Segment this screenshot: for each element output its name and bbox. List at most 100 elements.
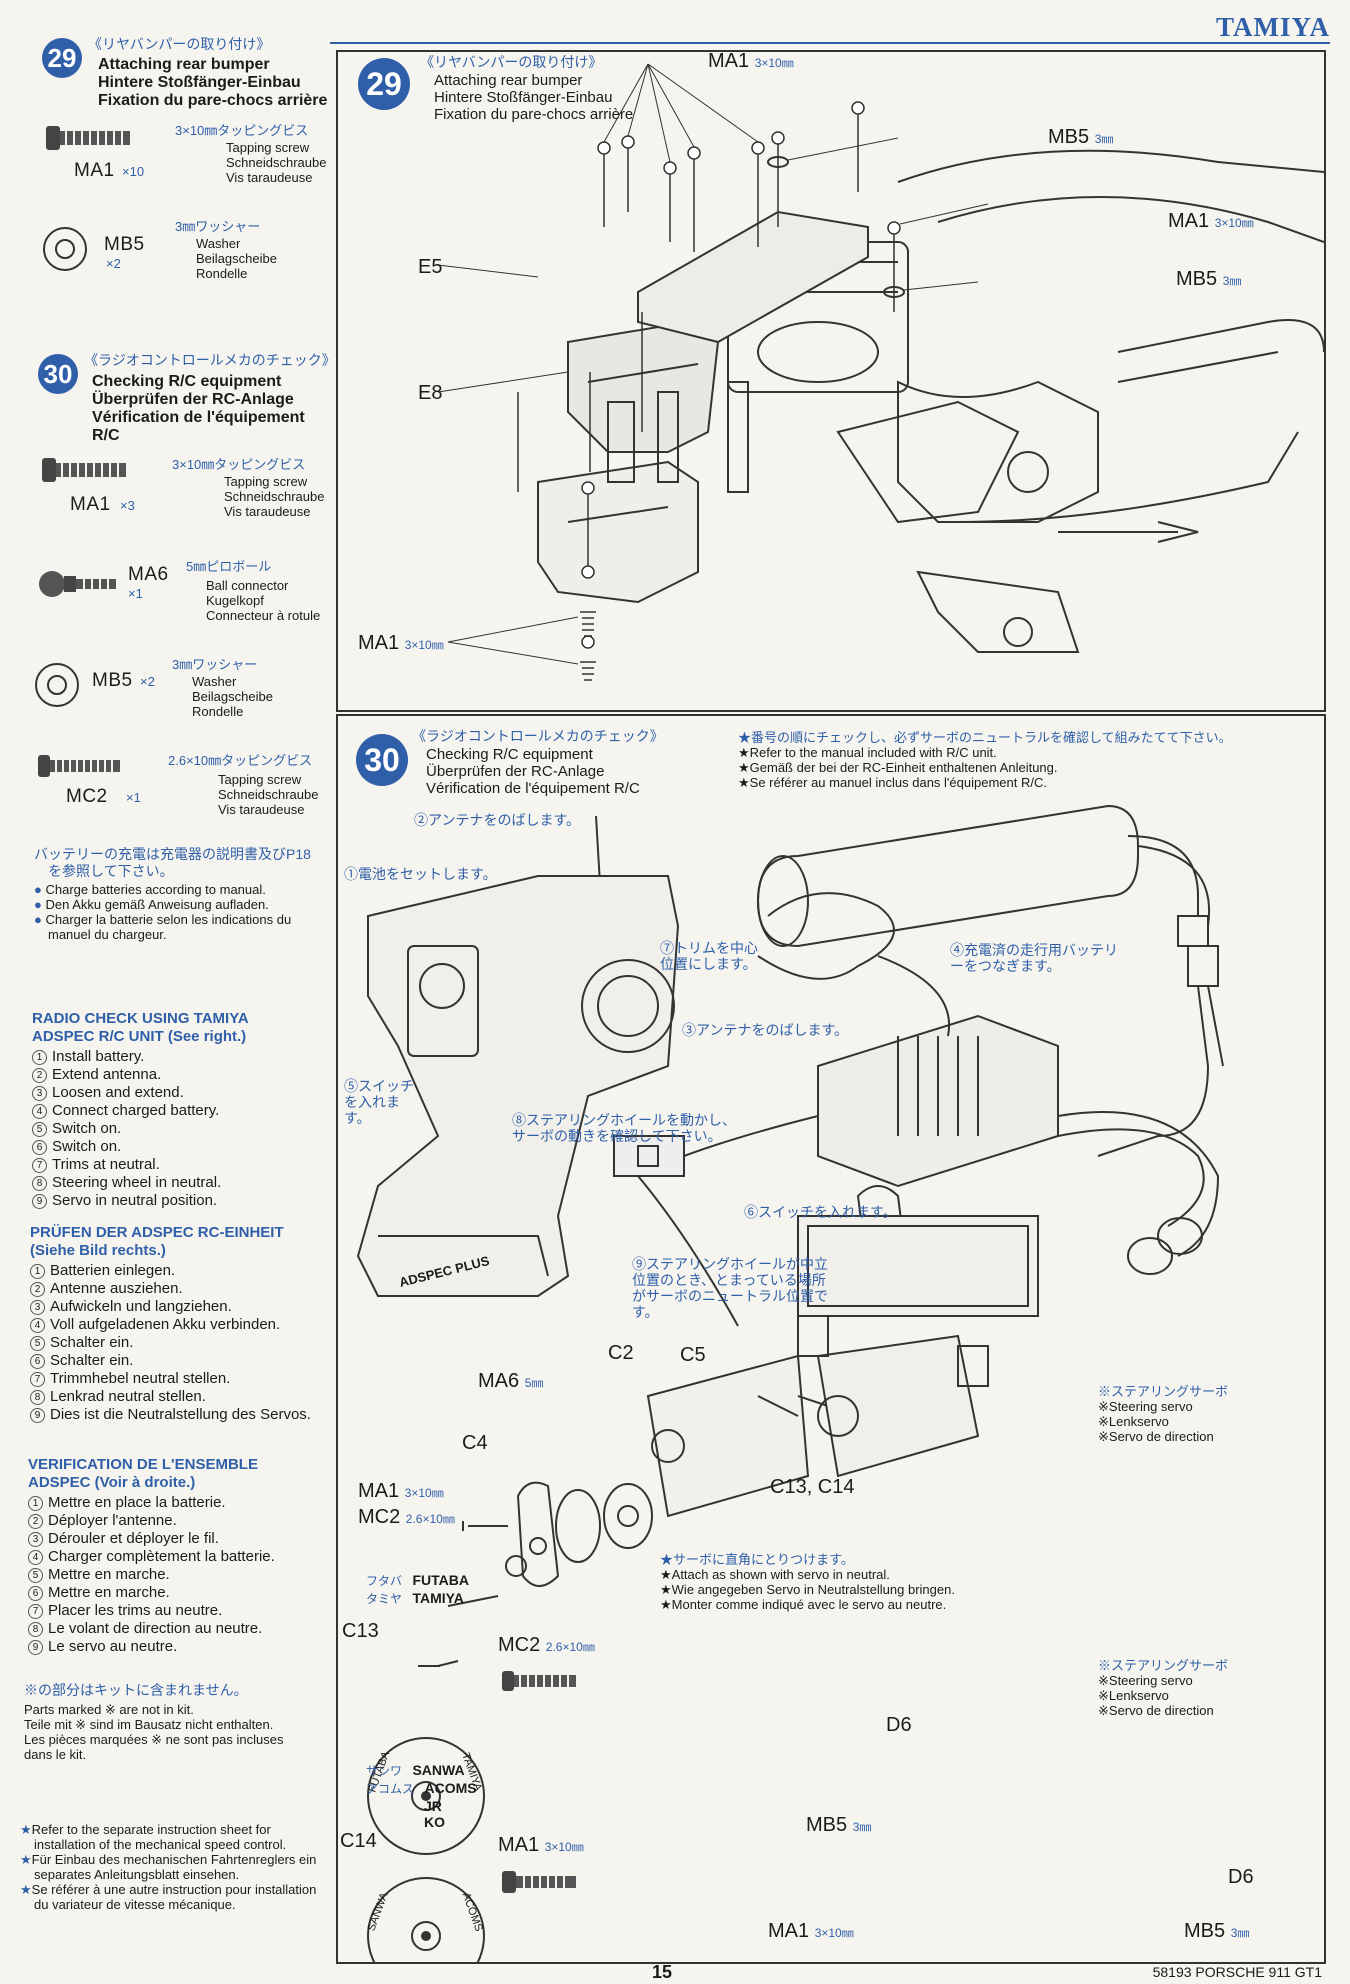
part-mb5-qty: ×2	[106, 256, 121, 271]
washer-icon	[43, 227, 87, 271]
brand-en: TAMIYA	[412, 1590, 464, 1606]
step-29-badge: 29	[42, 38, 82, 78]
c13-brand-row2: タミヤ TAMIYA	[366, 1590, 469, 1608]
label-mb5-right: MB5 3㎜	[1176, 268, 1241, 291]
check-list-text: Servo in neutral position.	[52, 1192, 218, 1209]
check-list-text: Dérouler et déployer le fil.	[48, 1530, 219, 1547]
part-mc2-name: MC2	[66, 786, 108, 807]
check-de-title: PRÜFEN DER ADSPEC RC-EINHEIT (Siehe Bild…	[30, 1224, 284, 1259]
label-size: 3×10㎜	[404, 1486, 444, 1500]
check-list-text: Mettre en marche.	[48, 1566, 170, 1583]
part-d6-b: D6	[1228, 1866, 1254, 1888]
panel-30-title: Checking R/C equipment Überprüfen der RC…	[426, 746, 640, 797]
part-mb5-b: MB5 3㎜	[1184, 1920, 1249, 1943]
step-29-title-de: Hintere Stoßfänger-Einbau	[98, 74, 301, 91]
panel-29-title: Attaching rear bumper Hintere Stoßfänger…	[434, 72, 633, 123]
label-size: 3㎜	[1222, 274, 1242, 288]
step-number-badge: 3	[30, 1300, 45, 1315]
step-number-badge: 5	[32, 1122, 47, 1137]
callout-5: ⑤スイッチを入れます。	[344, 1078, 414, 1126]
check-list-text: Le volant de direction au neutre.	[48, 1620, 263, 1637]
part-mb5-name: MB5	[92, 670, 133, 691]
label-ma1-right: MA1 3×10㎜	[1168, 210, 1254, 233]
part-d6-a: D6	[886, 1714, 912, 1736]
step-30-badge: 30	[38, 354, 78, 394]
screw-icon	[38, 755, 120, 777]
label-text: MB5	[806, 1814, 848, 1836]
part-mb5-29: 3㎜ワッシャー MB5 ×2 Washer Beilagscheibe Rond…	[40, 216, 330, 286]
rc-check-diagram	[356, 804, 1224, 1962]
step-number-badge: 4	[32, 1104, 47, 1119]
servo-label-jp: ※ステアリングサーボ	[1098, 1658, 1229, 1673]
check-list-text: Batterien einlegen.	[50, 1262, 176, 1279]
part-mc2-jp: 2.6×10㎜タッピングビス	[168, 753, 313, 768]
step-number-badge: 3	[32, 1086, 47, 1101]
step-number-badge: 3	[28, 1532, 43, 1547]
check-list-text: Charger complètement la batterie.	[48, 1548, 275, 1565]
label-text: MB5	[1176, 268, 1218, 290]
speed-note-en: Refer to the separate instruction sheet …	[31, 1822, 287, 1852]
servo-label-en: ※Steering servo	[1098, 1399, 1193, 1414]
label-e8: E8	[418, 382, 443, 404]
brand-jp: アコムス	[366, 1782, 415, 1796]
step-number-badge: 6	[32, 1140, 47, 1155]
check-list-text: Schalter ein.	[50, 1352, 134, 1369]
callout-8: ⑧ステアリングホイールを動かし、サーボの動きを確認して下さい。	[512, 1112, 736, 1144]
check-de: PRÜFEN DER ADSPEC RC-EINHEIT (Siehe Bild…	[30, 1224, 320, 1424]
label-e5: E5	[418, 256, 443, 278]
callout-4: ④充電済の走行用バッテリーをつなぎます。	[950, 942, 1118, 974]
label-size: 3×10㎜	[814, 1926, 854, 1940]
part-mc2-desc: Tapping screw Schneidschraube Vis taraud…	[218, 772, 318, 817]
callout-7: ⑦トリムを中心位置にします。	[660, 940, 758, 972]
attach-note-jp: ★サーボに直角にとりつけます。	[660, 1552, 854, 1567]
brand-en: SANWA	[412, 1762, 465, 1778]
part-ma1: MA1 3×10㎜	[358, 1480, 444, 1503]
part-ma6-name: MA6	[128, 564, 169, 585]
part-ma6-desc: Ball connector Kugelkopf Connecteur à ro…	[206, 578, 320, 623]
part-desc-de: Schneidschraube	[224, 489, 325, 504]
part-desc-fr: Vis taraudeuse	[226, 170, 313, 185]
step-number-badge: 1	[30, 1264, 45, 1279]
battery-note-en-row: ● Charge batteries according to manual.	[34, 882, 266, 897]
check-list-text: Mettre en place la batterie.	[48, 1494, 226, 1511]
step-number-badge: 1	[32, 1050, 47, 1065]
panel-30-note-jp: ★番号の順にチェックし、必ずサーボのニュートラルを確認して組みたてて下さい。	[738, 730, 1232, 745]
label-size: 3×10㎜	[754, 56, 794, 70]
label-text: MC2	[358, 1506, 401, 1528]
ma1-screw-label: MA1 3×10㎜	[498, 1834, 584, 1857]
check-list-text: Déployer l'antenne.	[48, 1512, 177, 1529]
step-29-jp-title: 《リヤバンパーの取り付け》	[88, 36, 271, 52]
not-included-de: Teile mit ※ sind im Bausatz nicht enthal…	[24, 1717, 274, 1732]
c13-brand-row1: フタバ FUTABA	[366, 1572, 469, 1590]
check-list-text: Aufwickeln und langziehen.	[50, 1298, 232, 1315]
panel-30-title-fr: Vérification de l'équipement R/C	[426, 780, 640, 797]
step-number-badge: 1	[28, 1496, 43, 1511]
check-list-text: Lenkrad neutral stellen.	[50, 1388, 206, 1405]
speed-note-de: Für Einbau des mechanischen Fahrtenregle…	[31, 1852, 317, 1882]
mc2-screw-label: MC2 2.6×10㎜	[498, 1634, 595, 1657]
servo-label-de: ※Lenkservo	[1098, 1414, 1169, 1429]
label-size: 3㎜	[852, 1820, 872, 1834]
check-list-text: Schalter ein.	[50, 1334, 134, 1351]
part-desc-en: Ball connector	[206, 578, 289, 593]
brand-en: ACOMS	[424, 1780, 477, 1796]
brand-en: KO	[424, 1814, 445, 1830]
attach-note-de: ★Wie angegeben Servo in Neutralstellung …	[660, 1582, 955, 1597]
servo-label-jp: ※ステアリングサーボ	[1098, 1384, 1229, 1399]
part-c4: C4	[462, 1432, 488, 1454]
steering-servo-label-2: ※ステアリングサーボ ※Steering servo ※Lenkservo ※S…	[1098, 1658, 1228, 1718]
brand-jp: フタバ	[366, 1574, 403, 1588]
step-29-title: Attaching rear bumper Hintere Stoßfänger…	[98, 56, 327, 110]
panel-29-title-de: Hintere Stoßfänger-Einbau	[434, 89, 613, 106]
